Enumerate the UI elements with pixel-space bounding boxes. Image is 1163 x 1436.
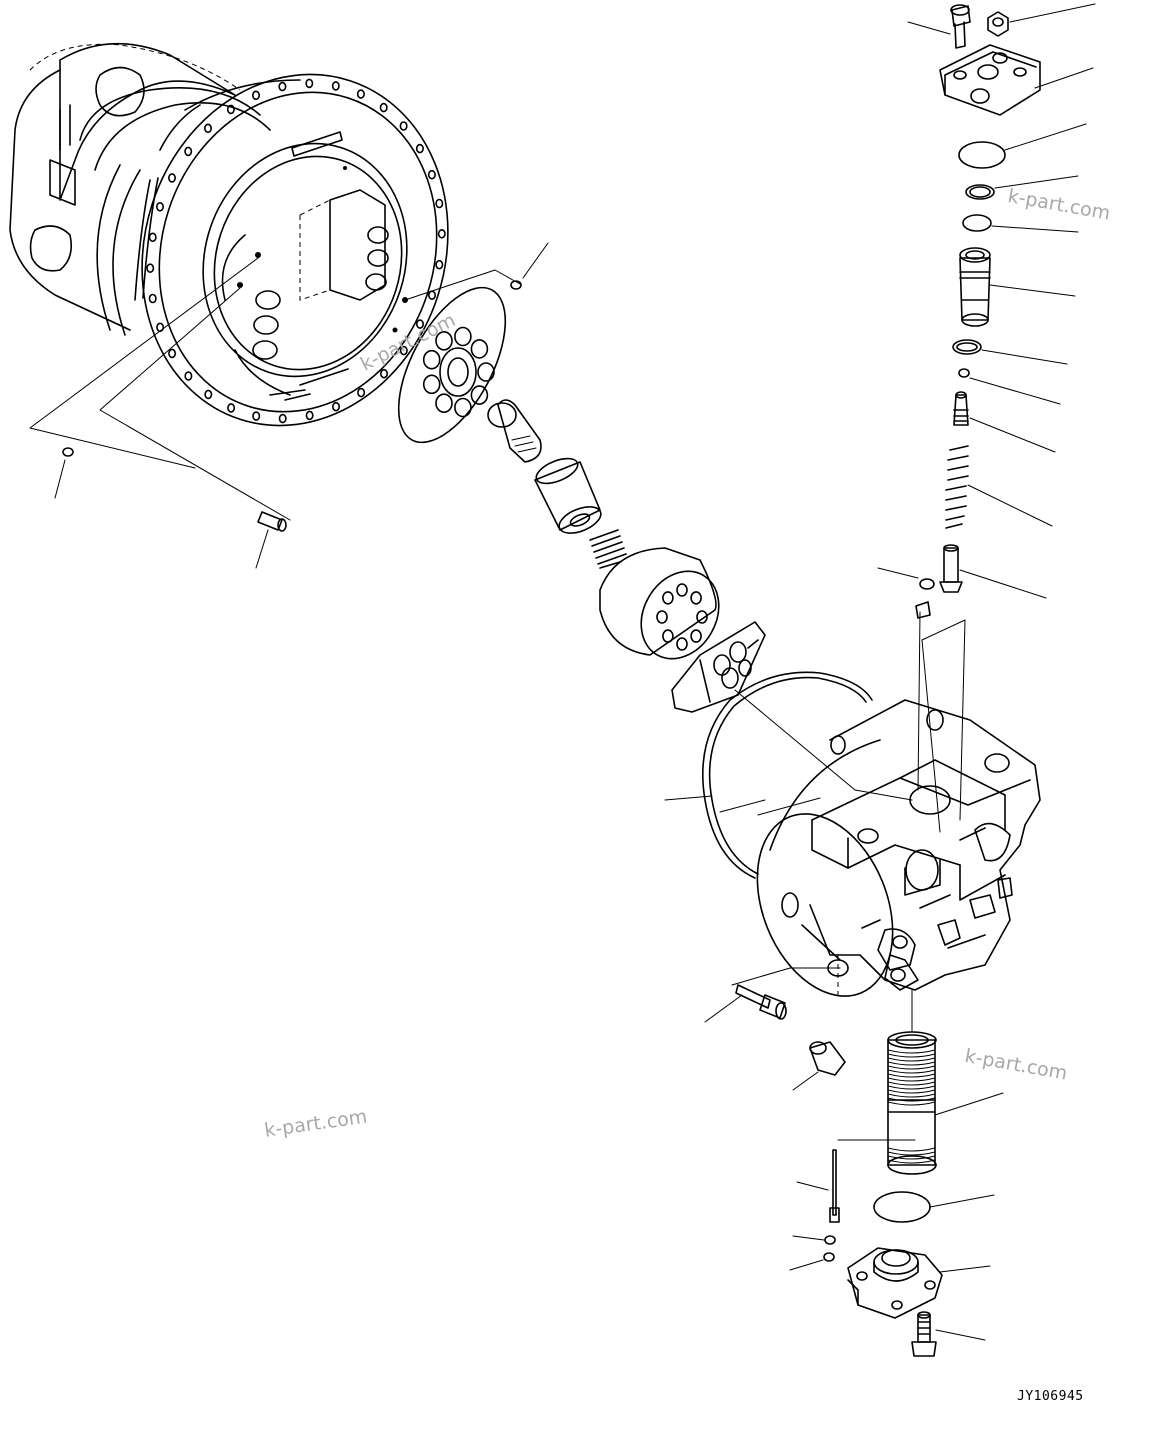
swash-plate	[671, 621, 766, 713]
motor-leaders	[734, 601, 966, 833]
motor-case-connector-leaders	[719, 799, 766, 813]
o-ring-large	[664, 671, 873, 879]
piston	[534, 457, 602, 534]
final-drive-housing	[9, 42, 449, 427]
relief-valve-stack	[877, 3, 1096, 599]
drawing-code: JY106945	[1017, 1389, 1084, 1404]
housing-leaders	[29, 242, 549, 569]
spherical-bushing	[487, 399, 542, 463]
motor-case	[756, 699, 1041, 1000]
valve-plate	[397, 286, 507, 444]
lower-stack	[704, 967, 1004, 1357]
cylinder-block	[599, 547, 720, 660]
spring	[589, 529, 627, 569]
